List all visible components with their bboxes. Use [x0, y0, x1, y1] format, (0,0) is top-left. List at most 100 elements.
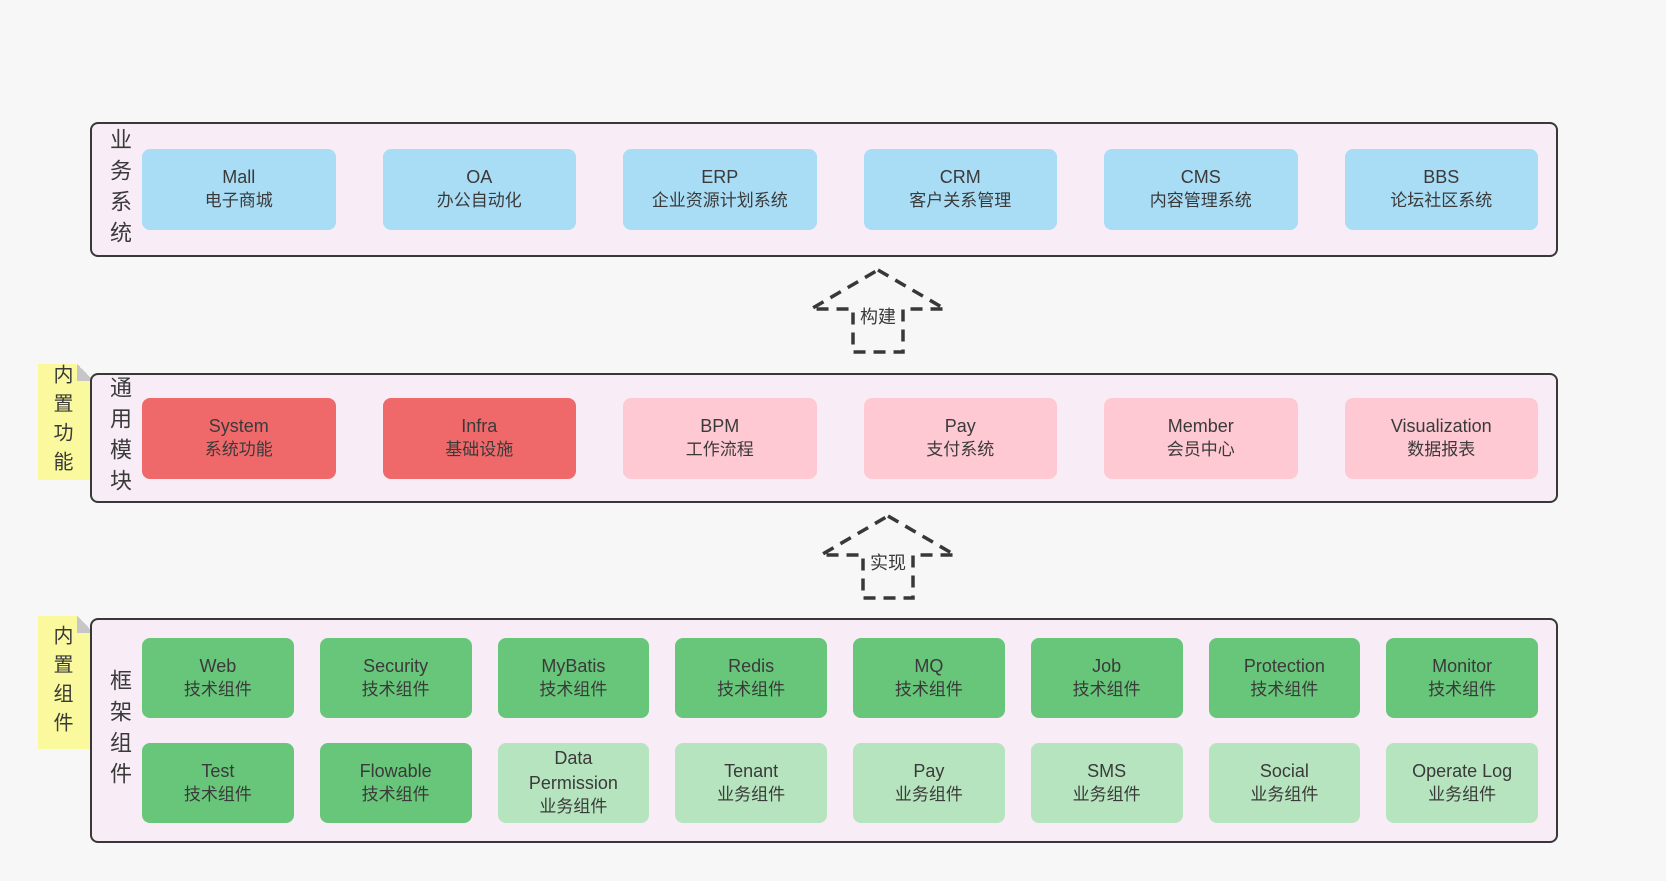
- box-subtitle: 技术组件: [1250, 679, 1319, 699]
- box-oa: OA 办公自动化: [382, 149, 576, 230]
- implement-arrow: 实现: [818, 513, 958, 601]
- box-redis: Redis 技术组件: [675, 638, 827, 718]
- layer-title: 通用模块: [107, 376, 132, 500]
- box-title: Security: [363, 655, 429, 676]
- layer-common-modules: 通用模块 System 系统功能 Infra 基础设施 BPM 工作流程 Pay…: [90, 373, 1558, 503]
- box-subtitle: 基础设施: [445, 439, 514, 459]
- up-arrow-icon: [808, 267, 948, 354]
- box-cms: CMS 内容管理系统: [1104, 149, 1298, 230]
- box-subtitle: 技术组件: [1428, 679, 1497, 699]
- folded-corner-icon: [77, 616, 94, 633]
- box-mq: MQ 技术组件: [853, 638, 1005, 718]
- box-data-permission: Data Permission 业务组件: [497, 743, 650, 823]
- box-pay-system: Pay 支付系统: [863, 397, 1057, 479]
- component-box-grid: Web 技术组件 Security 技术组件 MyBatis 技术组件 Redi…: [142, 638, 1556, 823]
- box-title: CRM: [939, 167, 981, 188]
- box-test: Test 技术组件: [142, 743, 294, 823]
- box-job: Job 技术组件: [1030, 638, 1183, 718]
- box-title: Mall: [222, 167, 256, 188]
- box-subtitle: 技术组件: [361, 784, 430, 804]
- box-subtitle: 内容管理系统: [1149, 191, 1252, 211]
- box-mall: Mall 电子商城: [142, 149, 336, 230]
- box-bbs: BBS 论坛社区系统: [1344, 149, 1538, 230]
- box-subtitle: 数据报表: [1407, 439, 1476, 459]
- box-infra: Infra 基础设施: [382, 397, 576, 479]
- box-subtitle: 技术组件: [894, 679, 963, 699]
- box-subtitle: 系统功能: [204, 439, 273, 459]
- box-web: Web 技术组件: [142, 638, 294, 718]
- box-subtitle: 技术组件: [183, 679, 252, 699]
- sticky-note-label: 内置组件: [50, 624, 72, 741]
- module-box-row: System 系统功能 Infra 基础设施 BPM 工作流程 Pay 支付系统…: [142, 397, 1556, 479]
- box-subtitle: 技术组件: [183, 784, 252, 804]
- sticky-note-built-in-components: 内置组件: [38, 616, 94, 749]
- business-box-row: Mall 电子商城 OA 办公自动化 ERP 企业资源计划系统 CRM 客户关系…: [142, 149, 1556, 230]
- box-title: Protection: [1243, 655, 1325, 676]
- box-subtitle: 办公自动化: [436, 191, 522, 211]
- box-subtitle: 业务组件: [1428, 784, 1497, 804]
- box-social: Social 业务组件: [1208, 743, 1361, 823]
- layer-title: 框架组件: [107, 668, 132, 793]
- box-title: Flowable: [359, 760, 432, 781]
- box-title: Monitor: [1432, 655, 1493, 676]
- box-subtitle: 电子商城: [204, 191, 273, 211]
- build-arrow: 构建: [808, 267, 948, 355]
- sticky-note-built-in-features: 内置功能: [38, 364, 94, 480]
- up-arrow-icon: [818, 513, 958, 600]
- box-title: Data Permission: [528, 748, 618, 793]
- layer-title: 业务系统: [107, 127, 132, 252]
- folded-corner-icon: [77, 364, 94, 381]
- box-subtitle: 业务组件: [1250, 784, 1319, 804]
- box-subtitle: 业务组件: [894, 784, 963, 804]
- box-title: Member: [1167, 415, 1234, 436]
- box-subtitle: 技术组件: [361, 679, 430, 699]
- box-title: Pay: [944, 415, 976, 436]
- box-subtitle: 企业资源计划系统: [651, 191, 788, 211]
- box-tenant: Tenant 业务组件: [675, 743, 827, 823]
- box-title: CMS: [1180, 167, 1221, 188]
- box-pay-component: Pay 业务组件: [853, 743, 1005, 823]
- box-subtitle: 技术组件: [539, 679, 608, 699]
- box-visualization: Visualization 数据报表: [1344, 397, 1538, 479]
- box-mybatis: MyBatis 技术组件: [497, 638, 650, 718]
- box-title: Social: [1259, 760, 1309, 781]
- box-title: SMS: [1087, 760, 1127, 781]
- box-title: System: [208, 415, 269, 436]
- box-title: Operate Log: [1412, 760, 1513, 781]
- layer-business-systems: 业务系统 Mall 电子商城 OA 办公自动化 ERP 企业资源计划系统 CRM…: [90, 122, 1558, 257]
- box-title: Web: [199, 655, 237, 676]
- box-title: Redis: [728, 655, 775, 676]
- box-subtitle: 支付系统: [926, 439, 995, 459]
- box-system: System 系统功能: [142, 397, 336, 479]
- box-title: Pay: [913, 760, 945, 781]
- box-subtitle: 业务组件: [1072, 784, 1141, 804]
- box-crm: CRM 客户关系管理: [863, 149, 1057, 230]
- box-subtitle: 技术组件: [1072, 679, 1141, 699]
- box-bpm: BPM 工作流程: [623, 397, 817, 479]
- box-title: MyBatis: [541, 655, 606, 676]
- box-subtitle: 工作流程: [685, 439, 754, 459]
- box-title: BPM: [700, 415, 740, 436]
- box-subtitle: 业务组件: [539, 796, 608, 816]
- box-title: MQ: [914, 655, 944, 676]
- box-title: BBS: [1423, 167, 1460, 188]
- box-erp: ERP 企业资源计划系统: [623, 149, 817, 230]
- box-subtitle: 论坛社区系统: [1390, 191, 1493, 211]
- box-sms: SMS 业务组件: [1030, 743, 1183, 823]
- box-member: Member 会员中心: [1104, 397, 1298, 479]
- box-title: Infra: [461, 415, 498, 436]
- box-security: Security 技术组件: [319, 638, 472, 718]
- box-title: Job: [1092, 655, 1122, 676]
- box-subtitle: 会员中心: [1166, 439, 1235, 459]
- arrow-label: 实现: [818, 549, 958, 575]
- box-title: Visualization: [1390, 415, 1492, 436]
- box-title: OA: [466, 167, 493, 188]
- box-operate-log: Operate Log 业务组件: [1386, 743, 1538, 823]
- sticky-note-label: 内置功能: [50, 364, 72, 480]
- arrow-label: 构建: [808, 303, 948, 329]
- box-protection: Protection 技术组件: [1208, 638, 1361, 718]
- box-subtitle: 业务组件: [717, 784, 786, 804]
- box-title: ERP: [701, 167, 739, 188]
- box-subtitle: 客户关系管理: [909, 191, 1012, 211]
